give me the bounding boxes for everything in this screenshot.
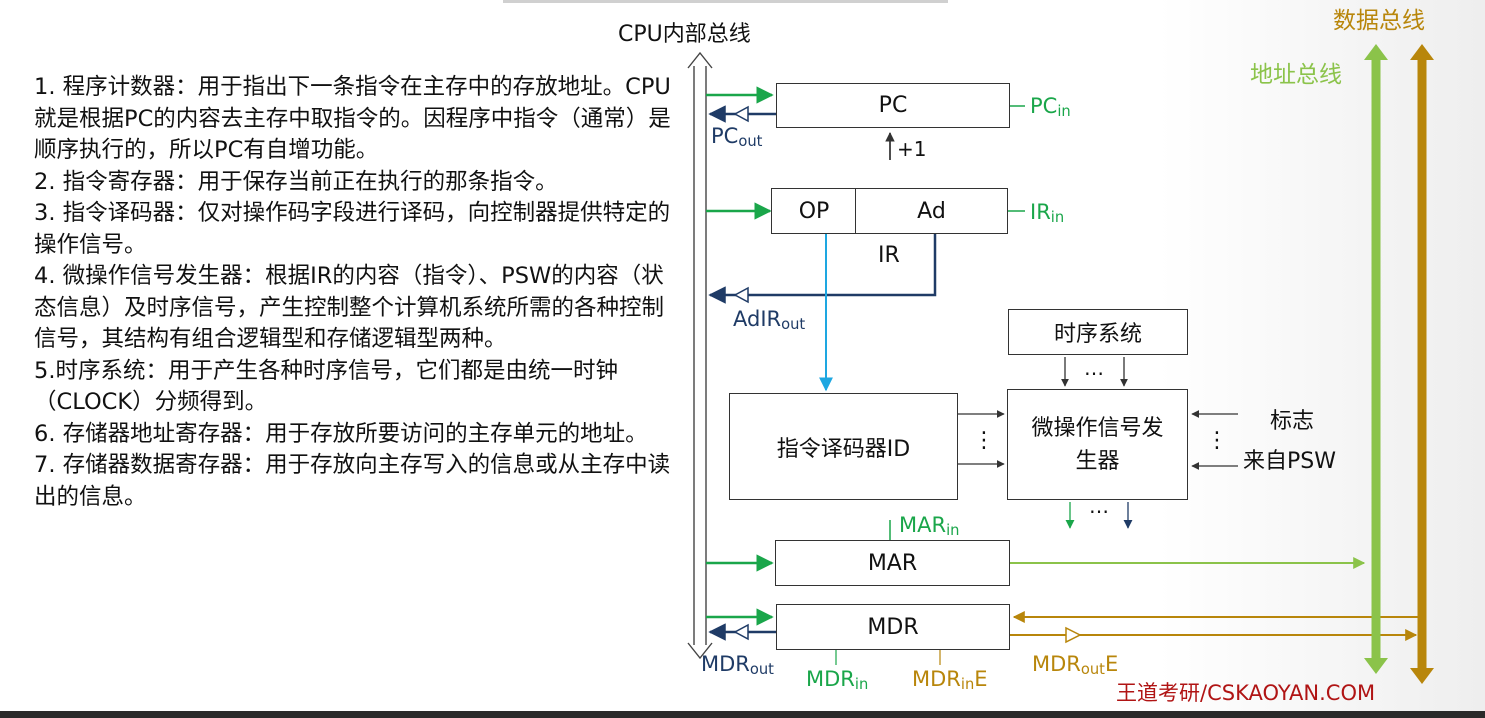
desc-id: 3. 指令译码器：仅对操作码字段进行译码，向控制器提供特定的操作信号。: [34, 200, 671, 258]
cpu-internal-bus: [687, 51, 713, 660]
desc-timing: 5.时序系统：用于产生各种时序信号，它们都是由统一时钟（CLOCK）分频得到。: [34, 357, 618, 416]
mar-in-signal: MARin: [899, 513, 960, 539]
component-description-list: 1. 程序计数器：用于指出下一条指令在主存中的存放地址。CPU就是根据PC的内容…: [34, 72, 684, 513]
flag-dots: ⋮: [1206, 428, 1228, 453]
mdr-label: MDR: [867, 614, 919, 640]
ir-op-label: OP: [798, 198, 830, 224]
timing-dots: …: [1084, 356, 1104, 380]
ir-ad-label: Ad: [917, 198, 946, 224]
desc-mdr: 7. 存储器数据寄存器：用于存放向主存写入的信息或从主存中读出的信息。: [34, 452, 671, 510]
mdr-register: MDR: [776, 604, 1010, 650]
mdr-in-signal: MDRin: [806, 667, 869, 693]
decoder-dots: ⋮: [973, 428, 995, 453]
pc-register: PC: [776, 83, 1010, 128]
pc-in-signal: PCin: [1030, 94, 1071, 120]
mar-register: MAR: [775, 540, 1010, 586]
desc-pc: 1. 程序计数器：用于指出下一条指令在主存中的存放地址。CPU就是根据PC的内容…: [34, 74, 671, 163]
timing-system-label: 时序系统: [1053, 322, 1142, 347]
data-bus-label: 数据总线: [1333, 8, 1425, 34]
micro-op-output-dots: …: [1089, 494, 1109, 518]
timing-system: 时序系统: [1008, 309, 1188, 355]
desc-micro-op: 4. 微操作信号发生器：根据IR的内容（指令）、PSW的内容（状态信息）及时序信…: [34, 263, 665, 352]
desc-ir: 2. 指令寄存器：用于保存当前正在执行的那条指令。: [34, 168, 558, 195]
pc-increment-label: +1: [897, 137, 927, 161]
mdr-out-signal: MDRout: [701, 652, 774, 678]
mdr-out-e-signal: MDRoutE: [1032, 652, 1119, 678]
slide-bottom-border: [0, 711, 1485, 718]
slide-tab-strip: [503, 0, 948, 3]
micro-op-generator: 微操作信号发生器: [1007, 389, 1188, 500]
cpu-bus-label: CPU内部总线: [618, 22, 751, 47]
pc-out-signal: PCout: [711, 124, 763, 150]
ir-label: IR: [878, 243, 900, 268]
flags-label: 标志: [1270, 409, 1315, 434]
address-bus-label: 地址总线: [1250, 62, 1342, 88]
ir-in-signal: IRin: [1030, 200, 1065, 226]
ir-ad-field: Ad: [855, 188, 1008, 234]
watermark-text: 王道考研/CSKAOYAN.COM: [1116, 681, 1376, 705]
micro-op-label: 微操作信号发生器: [1031, 415, 1164, 474]
mar-label: MAR: [867, 550, 918, 576]
from-psw-label: 来自PSW: [1243, 449, 1336, 474]
data-bus-arrow: [1410, 44, 1434, 684]
desc-mar: 6. 存储器地址寄存器：用于存放所要访问的主存单元的地址。: [34, 420, 648, 447]
pc-label: PC: [878, 93, 908, 118]
mdr-in-e-signal: MDRinE: [912, 667, 988, 693]
adir-out-signal: AdIRout: [733, 307, 806, 333]
ir-op-field: OP: [771, 188, 857, 234]
instruction-decoder: 指令译码器ID: [729, 393, 958, 500]
address-bus-arrow: [1364, 44, 1388, 674]
decoder-label: 指令译码器ID: [776, 436, 911, 462]
